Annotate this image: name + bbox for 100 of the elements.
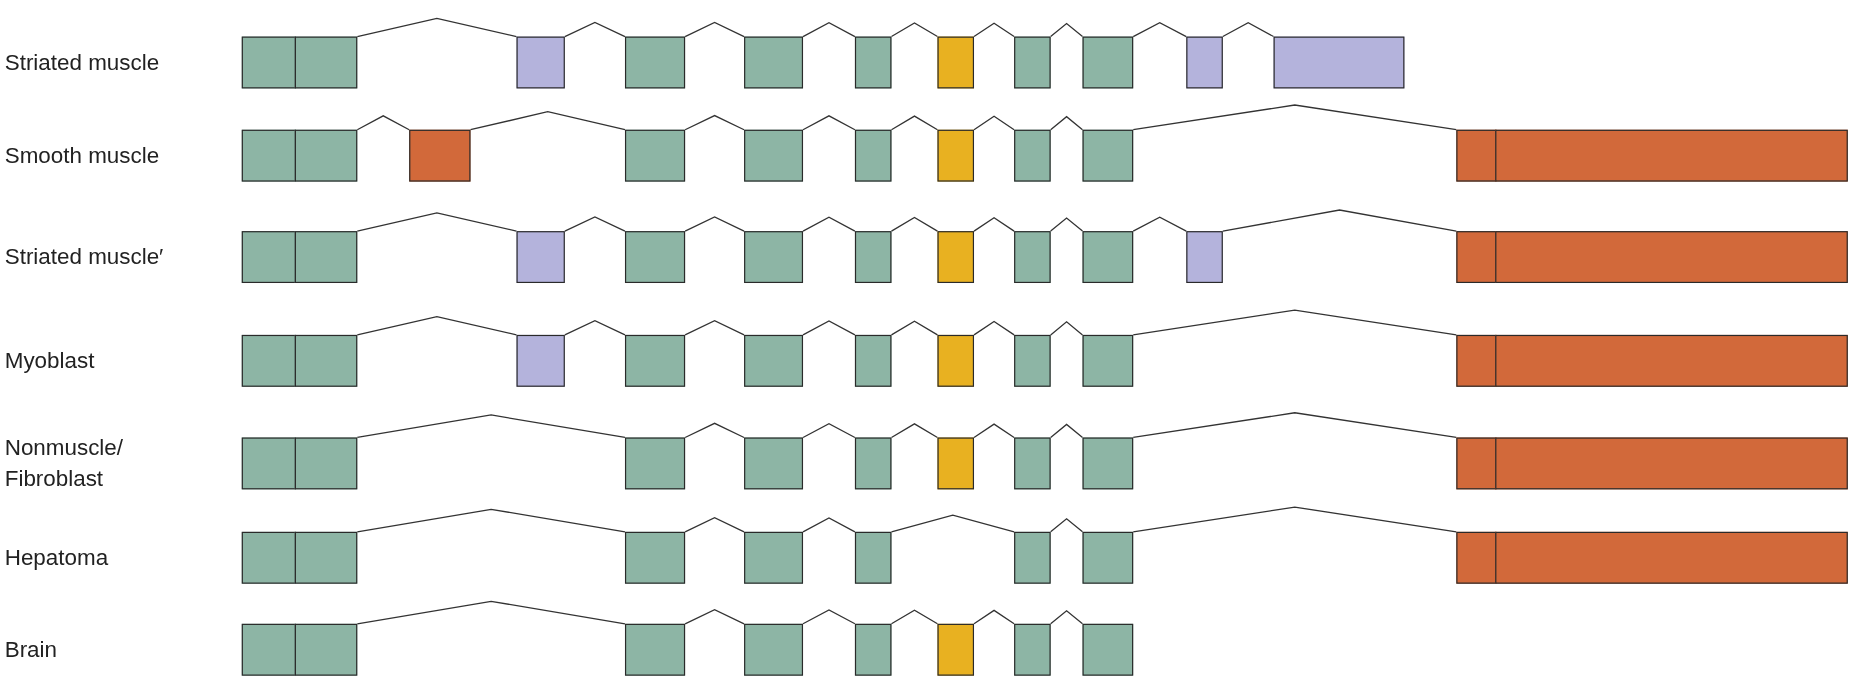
exon-box [1456, 437, 1497, 490]
exon-box [1456, 231, 1497, 283]
splice-line [469, 111, 626, 131]
exon-box [1014, 36, 1051, 89]
splice-line [890, 320, 939, 336]
exon-box [744, 437, 804, 490]
splice-line [1050, 517, 1084, 533]
splice-line [973, 115, 1015, 131]
splice-line [356, 414, 626, 439]
exon-box [625, 623, 686, 676]
splice-line [1222, 22, 1275, 38]
exon-box [241, 36, 296, 89]
splice-line [973, 423, 1015, 439]
exon-box [625, 36, 686, 89]
exon-box [625, 531, 686, 584]
exon-box [1273, 36, 1405, 89]
exon-box [937, 334, 974, 387]
splice-line [890, 423, 939, 439]
splice-line [973, 22, 1015, 38]
splice-line [356, 508, 626, 533]
exon-box [744, 36, 804, 89]
exon-box [1082, 531, 1134, 584]
splice-line [356, 17, 518, 38]
exon-box [1014, 623, 1051, 676]
exon-box [1495, 231, 1848, 283]
exon-box [1495, 334, 1848, 387]
exon-box [854, 231, 892, 283]
splice-line [1132, 506, 1457, 533]
exon-box [241, 531, 296, 584]
splice-line [802, 609, 856, 625]
splice-line [564, 320, 626, 336]
exon-box [1456, 334, 1497, 387]
row-label: Smooth muscle [4, 141, 160, 170]
exon-box [1014, 437, 1051, 490]
exon-box [1082, 231, 1134, 283]
exon-box [854, 36, 892, 89]
exon-box [241, 129, 296, 182]
exon-box [625, 437, 686, 490]
splice-line [1132, 104, 1457, 131]
splice-line [973, 609, 1015, 625]
exon-box [854, 437, 892, 490]
row-label: Hepatoma [4, 543, 109, 572]
splice-line [684, 516, 745, 533]
exon-box [241, 623, 296, 676]
row-label: Brain [4, 635, 58, 664]
exon-box [516, 334, 565, 387]
exon-box [1082, 623, 1134, 676]
exon-box [854, 623, 892, 676]
splice-line [356, 316, 518, 336]
exon-box [409, 129, 471, 182]
exon-box [1456, 531, 1497, 584]
exon-box [937, 231, 974, 283]
splice-line [1132, 412, 1457, 439]
row-label: Nonmuscle/ Fibroblast [4, 434, 124, 493]
exon-box [625, 129, 686, 182]
exon-box [744, 334, 804, 387]
exon-box [1186, 231, 1223, 283]
splice-line [1132, 216, 1187, 232]
exon-box [241, 231, 296, 283]
exon-box [294, 531, 358, 584]
splice-line [890, 514, 1015, 533]
splice-line [1050, 423, 1084, 439]
exon-box [1082, 334, 1134, 387]
exon-box [1082, 36, 1134, 89]
exon-box [625, 334, 686, 387]
exon-box [294, 437, 358, 490]
splice-line [1050, 217, 1084, 232]
splice-line [356, 115, 410, 131]
exon-box [1014, 334, 1051, 387]
splice-line [356, 600, 626, 625]
splice-line [684, 114, 745, 131]
exon-box [1495, 437, 1848, 490]
exon-box [1082, 129, 1134, 182]
exon-box [1014, 129, 1051, 182]
splice-line [1050, 321, 1084, 336]
splice-line [890, 216, 939, 232]
exon-box [1014, 531, 1051, 584]
splice-line [564, 216, 626, 232]
exon-box [1014, 231, 1051, 283]
exon-box [294, 623, 358, 676]
exon-box [294, 129, 358, 182]
exon-box [744, 623, 804, 676]
splice-line [564, 21, 626, 38]
splice-line [684, 422, 745, 439]
splice-line [802, 21, 856, 38]
splice-line [1222, 209, 1457, 232]
exon-box [937, 129, 974, 182]
splice-line [802, 216, 856, 232]
splice-line [802, 517, 856, 533]
exon-box [1456, 129, 1497, 182]
exon-box [937, 437, 974, 490]
exon-box [241, 334, 296, 387]
row-label: Striated muscle′ [4, 243, 164, 271]
exon-box [294, 36, 358, 89]
exon-box [744, 231, 804, 283]
splice-line [1050, 609, 1084, 625]
splice-line [684, 320, 745, 336]
exon-box [1495, 531, 1848, 584]
exon-box [241, 437, 296, 490]
row-label: Myoblast [4, 346, 95, 375]
